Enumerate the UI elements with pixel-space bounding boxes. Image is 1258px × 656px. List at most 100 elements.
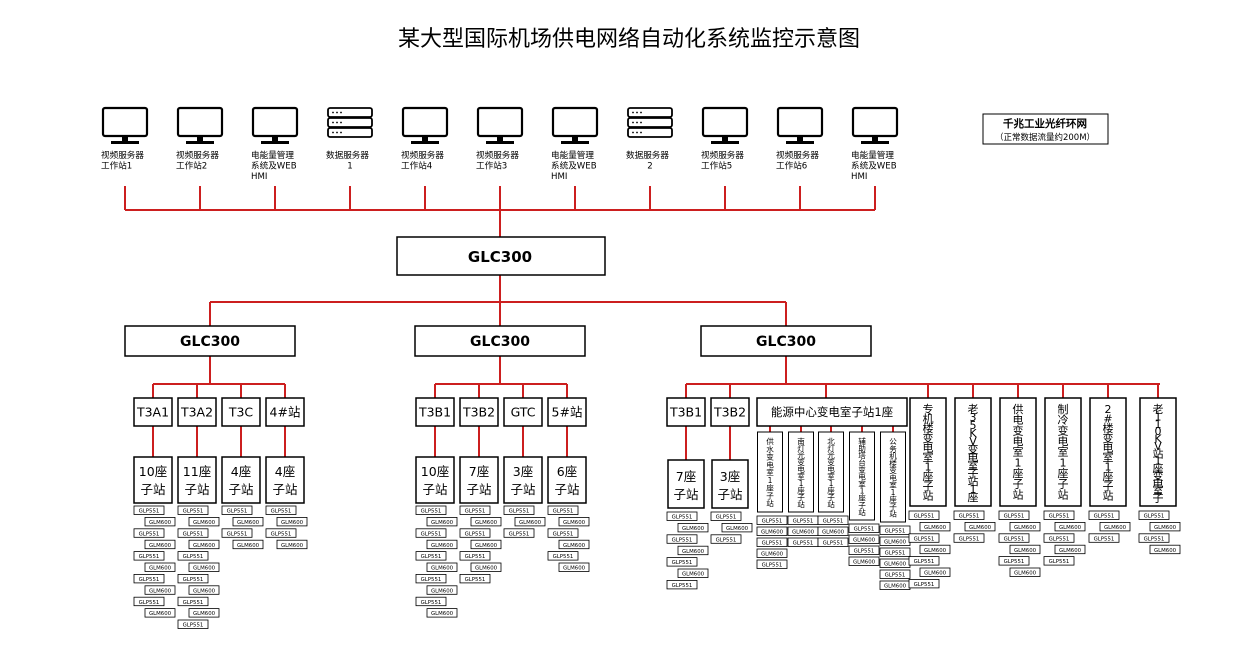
device-label: GLP551 bbox=[509, 531, 530, 537]
device-item: GLM600 bbox=[1149, 522, 1181, 532]
device-label: GLM600 bbox=[193, 566, 216, 572]
device-label: GLP551 bbox=[793, 541, 814, 547]
vertical-char: 子 bbox=[1013, 478, 1024, 491]
vertical-char: 变 bbox=[923, 431, 934, 445]
switch-label: GLC300 bbox=[180, 334, 240, 350]
monitor-icon bbox=[561, 141, 589, 144]
device-box bbox=[666, 580, 698, 590]
device-item: GLP551 bbox=[459, 528, 491, 538]
server-led bbox=[632, 131, 634, 134]
vertical-char: 站 bbox=[858, 507, 866, 517]
device-label: GLP551 bbox=[672, 560, 693, 566]
station-label: T3B1 bbox=[669, 405, 702, 420]
device-label: GLP551 bbox=[672, 515, 693, 521]
tall-station-box bbox=[909, 397, 947, 507]
monitor-screen bbox=[101, 106, 149, 138]
monitor-neck bbox=[722, 136, 728, 141]
vertical-char: 变 bbox=[1103, 431, 1114, 445]
vertical-char: 电 bbox=[1013, 435, 1024, 448]
vertical-char: 变 bbox=[1058, 423, 1069, 437]
device-box bbox=[756, 559, 788, 569]
device-item: GLP551 bbox=[666, 534, 698, 544]
legend-box: 千兆工业光纤环网 （正常数据流量约200M） bbox=[982, 113, 1109, 145]
device-label: GLM600 bbox=[475, 520, 498, 526]
monitor-icon bbox=[261, 141, 289, 144]
substation-label: 子站 bbox=[228, 482, 253, 497]
vertical-char: 楼 bbox=[923, 421, 934, 435]
device-item: GLP551 bbox=[177, 619, 209, 629]
server-icon bbox=[640, 131, 642, 134]
vertical-char: 室 bbox=[923, 450, 934, 464]
substation-box bbox=[459, 456, 499, 504]
device-box bbox=[879, 525, 911, 535]
device-label: GLM600 bbox=[431, 588, 454, 594]
device-box bbox=[177, 505, 209, 515]
vertical-char: 座 bbox=[889, 494, 897, 504]
device-box bbox=[547, 528, 579, 538]
device-label: GLM600 bbox=[682, 572, 705, 578]
device-item: GLM600 bbox=[1009, 567, 1041, 577]
device-box bbox=[144, 608, 176, 618]
vertical-char: 子 bbox=[923, 480, 934, 493]
workstation-label: 工作站1 bbox=[101, 160, 132, 172]
device-box bbox=[459, 528, 491, 538]
station-box bbox=[710, 397, 750, 427]
device-box bbox=[133, 596, 165, 607]
workstation-label: 工作站2 bbox=[176, 160, 207, 172]
device-item: GLM600 bbox=[470, 562, 502, 572]
substation-box bbox=[265, 456, 305, 504]
device-item: GLM600 bbox=[879, 536, 911, 546]
device-item: GLM600 bbox=[558, 562, 590, 572]
substation-label: 子站 bbox=[554, 482, 579, 497]
device-item: GLP551 bbox=[265, 528, 297, 538]
device-item: GLM600 bbox=[817, 526, 849, 536]
device-item: GLP551 bbox=[879, 547, 911, 557]
device-box bbox=[133, 505, 165, 515]
device-label: GLP551 bbox=[421, 509, 442, 515]
vertical-char: 站 bbox=[766, 498, 774, 508]
device-label: GLP551 bbox=[139, 577, 160, 583]
device-label: GLM600 bbox=[853, 538, 876, 544]
device-label: GLM600 bbox=[1014, 571, 1037, 577]
device-item: GLM600 bbox=[787, 526, 819, 536]
vertical-char: 座 bbox=[1013, 466, 1024, 480]
server-led bbox=[336, 131, 338, 134]
workstation-label: 2 bbox=[647, 162, 652, 172]
monitor-neck bbox=[122, 136, 128, 141]
server-led bbox=[632, 111, 634, 114]
device-item: GLP551 bbox=[666, 511, 698, 521]
vertical-char: 室 bbox=[968, 458, 979, 472]
substation-count: 10座 bbox=[139, 464, 167, 479]
device-item: GLM600 bbox=[188, 585, 220, 595]
workstation-label: 1 bbox=[347, 162, 352, 172]
vertical-char: 室 bbox=[797, 471, 805, 481]
vertical-char: 变 bbox=[797, 457, 805, 467]
device-item: GLP551 bbox=[908, 510, 940, 520]
device-label: GLP551 bbox=[421, 554, 442, 560]
device-label: GLP551 bbox=[854, 527, 875, 533]
device-box bbox=[998, 510, 1030, 520]
substation-count: 3座 bbox=[720, 469, 740, 484]
device-label: GLP551 bbox=[914, 582, 935, 588]
device-item: GLP551 bbox=[547, 505, 579, 515]
device-item: GLM600 bbox=[470, 517, 502, 527]
device-label: GLM600 bbox=[969, 525, 992, 531]
device-item: GLM600 bbox=[426, 517, 458, 527]
station-label: T3B2 bbox=[713, 405, 746, 420]
device-label: GLM600 bbox=[431, 611, 454, 617]
vertical-char: 站 bbox=[923, 488, 934, 502]
device-item: GLM600 bbox=[276, 517, 308, 527]
device-label: GLM600 bbox=[149, 543, 172, 549]
device-item: GLM600 bbox=[677, 523, 709, 533]
vertical-char: 变 bbox=[858, 464, 866, 474]
device-item: GLP551 bbox=[459, 505, 491, 515]
station-label: 5#站 bbox=[552, 405, 583, 420]
device-box bbox=[276, 539, 308, 550]
switch-box bbox=[700, 325, 872, 357]
vertical-char: 南 bbox=[797, 436, 805, 446]
substation-count: 7座 bbox=[469, 464, 489, 479]
device-item: GLM600 bbox=[144, 517, 176, 527]
device-label: GLM600 bbox=[792, 530, 815, 536]
device-box bbox=[426, 608, 458, 618]
vertical-char: 电 bbox=[968, 451, 979, 464]
